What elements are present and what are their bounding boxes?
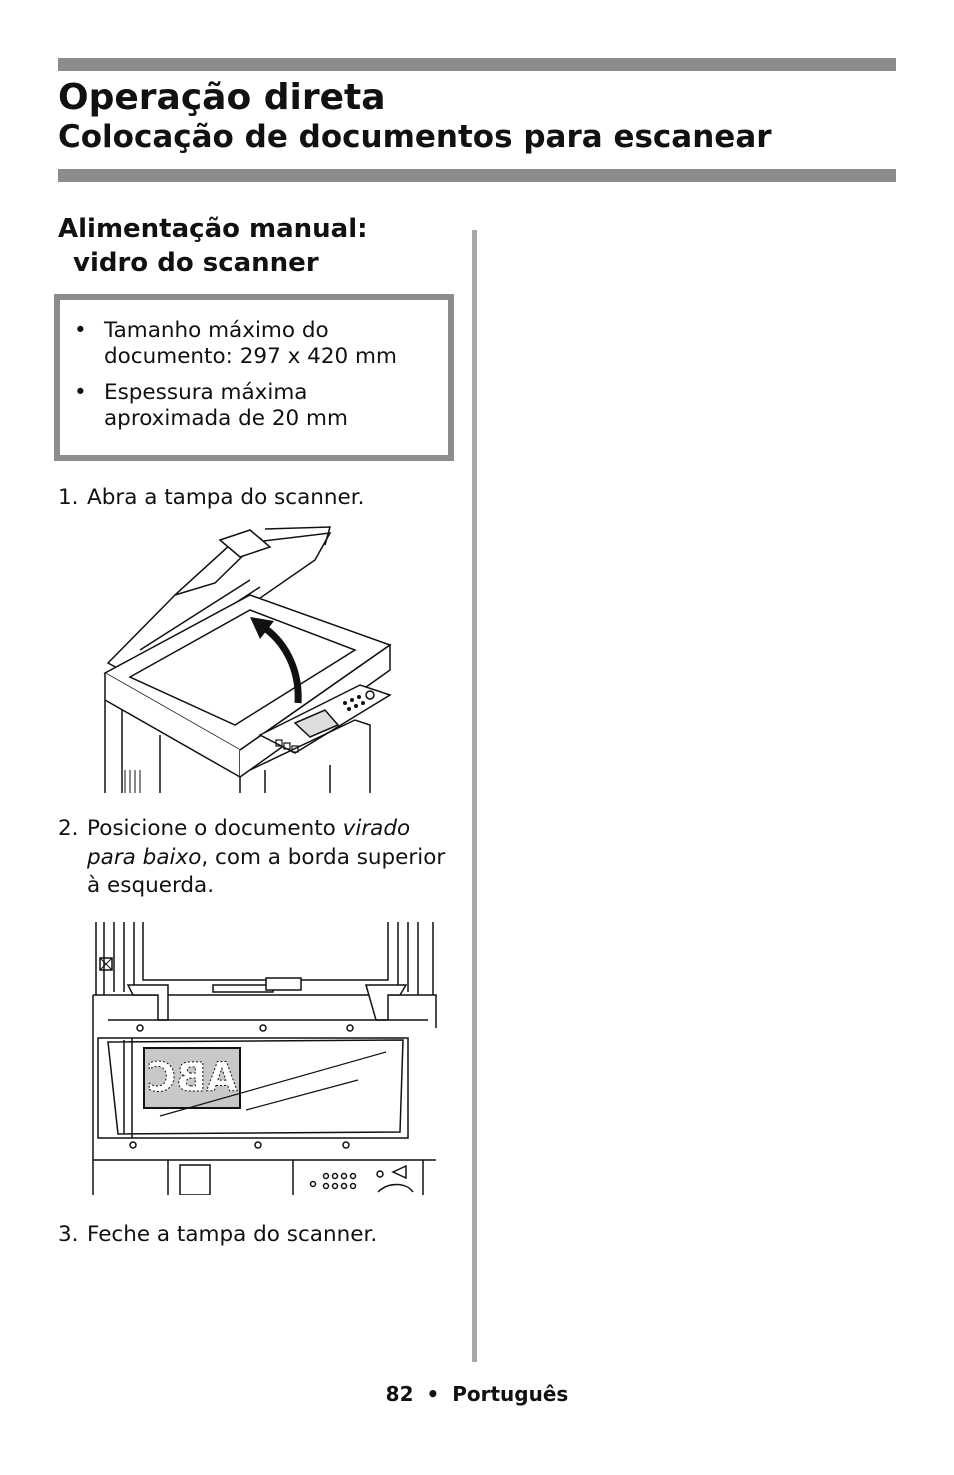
note-item: • Tamanho máximo do documento: 297 x 420…: [72, 318, 440, 370]
note-item: • Espessura máxima aproximada de 20 mm: [72, 380, 440, 432]
note-item-line1: Tamanho máximo do: [104, 318, 329, 343]
step-number: 1.: [58, 485, 79, 510]
step-number: 3.: [58, 1222, 79, 1247]
step-3: 3. Feche a tampa do scanner.: [58, 1221, 458, 1250]
header-rule-top: [58, 58, 896, 71]
section-title-line2: vidro do scanner: [73, 248, 319, 278]
section-title: Alimentação manual: vidro do scanner: [58, 212, 368, 280]
footer-language: Português: [452, 1382, 569, 1406]
bullet-icon: •: [74, 380, 87, 405]
step-1: 1. Abra a tampa do scanner.: [58, 484, 458, 513]
step-text: Posicione o documento virado para baixo,…: [87, 816, 446, 898]
note-box: • Tamanho máximo do documento: 297 x 420…: [54, 294, 454, 461]
document-label: ABC: [147, 1055, 238, 1101]
footer-separator: •: [426, 1382, 440, 1406]
note-list: • Tamanho máximo do documento: 297 x 420…: [72, 318, 440, 442]
page-footer: 82 • Português: [0, 1382, 954, 1406]
note-item-line1: Espessura máxima: [104, 380, 308, 405]
step-2: 2. Posicione o documento virado para bai…: [58, 815, 458, 901]
step-number: 2.: [58, 816, 79, 841]
figure-document-on-glass: ABC: [92, 922, 437, 1195]
figure-open-scanner: [103, 526, 392, 793]
step-emphasis: virado para baixo: [87, 816, 411, 870]
note-item-line2: aproximada de 20 mm: [104, 406, 348, 431]
page-title: Operação direta: [58, 77, 386, 118]
column-divider: [472, 230, 477, 1362]
page-subtitle: Colocação de documentos para escanear: [58, 119, 772, 155]
step-text: Feche a tampa do scanner.: [87, 1222, 378, 1247]
page-number: 82: [385, 1382, 414, 1406]
bullet-icon: •: [74, 318, 87, 343]
header-rule-bottom: [58, 169, 896, 182]
note-item-line2: documento: 297 x 420 mm: [104, 344, 397, 369]
section-title-line1: Alimentação manual:: [58, 214, 368, 244]
step-text: Abra a tampa do scanner.: [87, 485, 365, 510]
